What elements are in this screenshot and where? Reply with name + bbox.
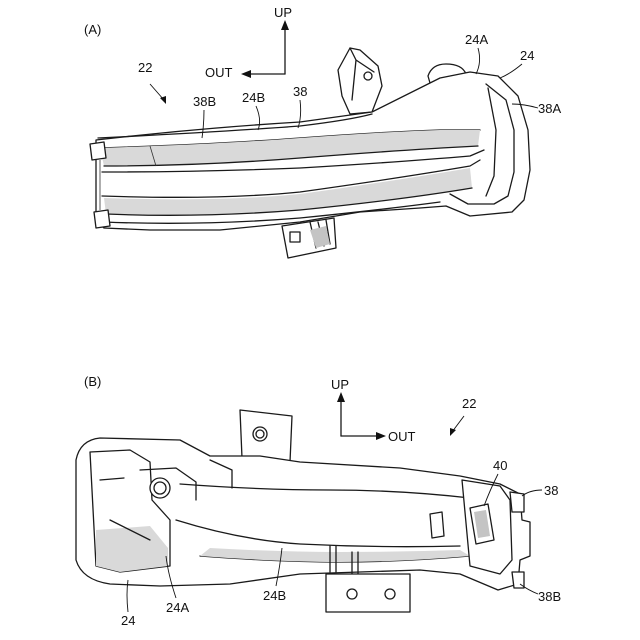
axis-out-label-a: OUT bbox=[205, 65, 233, 80]
ref-b-22: 22 bbox=[462, 396, 476, 411]
panel-label-b: (B) bbox=[84, 374, 101, 389]
lamp-body-b bbox=[76, 410, 530, 612]
ref-a-38a: 38A bbox=[538, 101, 561, 116]
lamp-body-a bbox=[90, 48, 530, 258]
ref-a-24a: 24A bbox=[465, 32, 488, 47]
axis-out-label-b: OUT bbox=[388, 429, 416, 444]
ref-b-24b: 24B bbox=[263, 588, 286, 603]
ref-a-24b: 24B bbox=[242, 90, 265, 105]
ref-a-24: 24 bbox=[520, 48, 534, 63]
ref-b-38b: 38B bbox=[538, 589, 561, 604]
ref-a-38b: 38B bbox=[193, 94, 216, 109]
axis-up-label-b: UP bbox=[331, 377, 349, 392]
ref-a-38: 38 bbox=[293, 84, 307, 99]
figure-b: (B) UP OUT bbox=[76, 374, 561, 628]
ref-b-40: 40 bbox=[493, 458, 507, 473]
axes-b: UP OUT bbox=[331, 377, 416, 444]
axes-a: UP OUT bbox=[205, 5, 292, 80]
ref-a-22: 22 bbox=[138, 60, 152, 75]
ref-b-38: 38 bbox=[544, 483, 558, 498]
axis-up-label-a: UP bbox=[274, 5, 292, 20]
ref-b-24a: 24A bbox=[166, 600, 189, 615]
panel-label-a: (A) bbox=[84, 22, 101, 37]
ref-b-24: 24 bbox=[121, 613, 135, 628]
figure-a: (A) UP OUT bbox=[84, 5, 561, 258]
